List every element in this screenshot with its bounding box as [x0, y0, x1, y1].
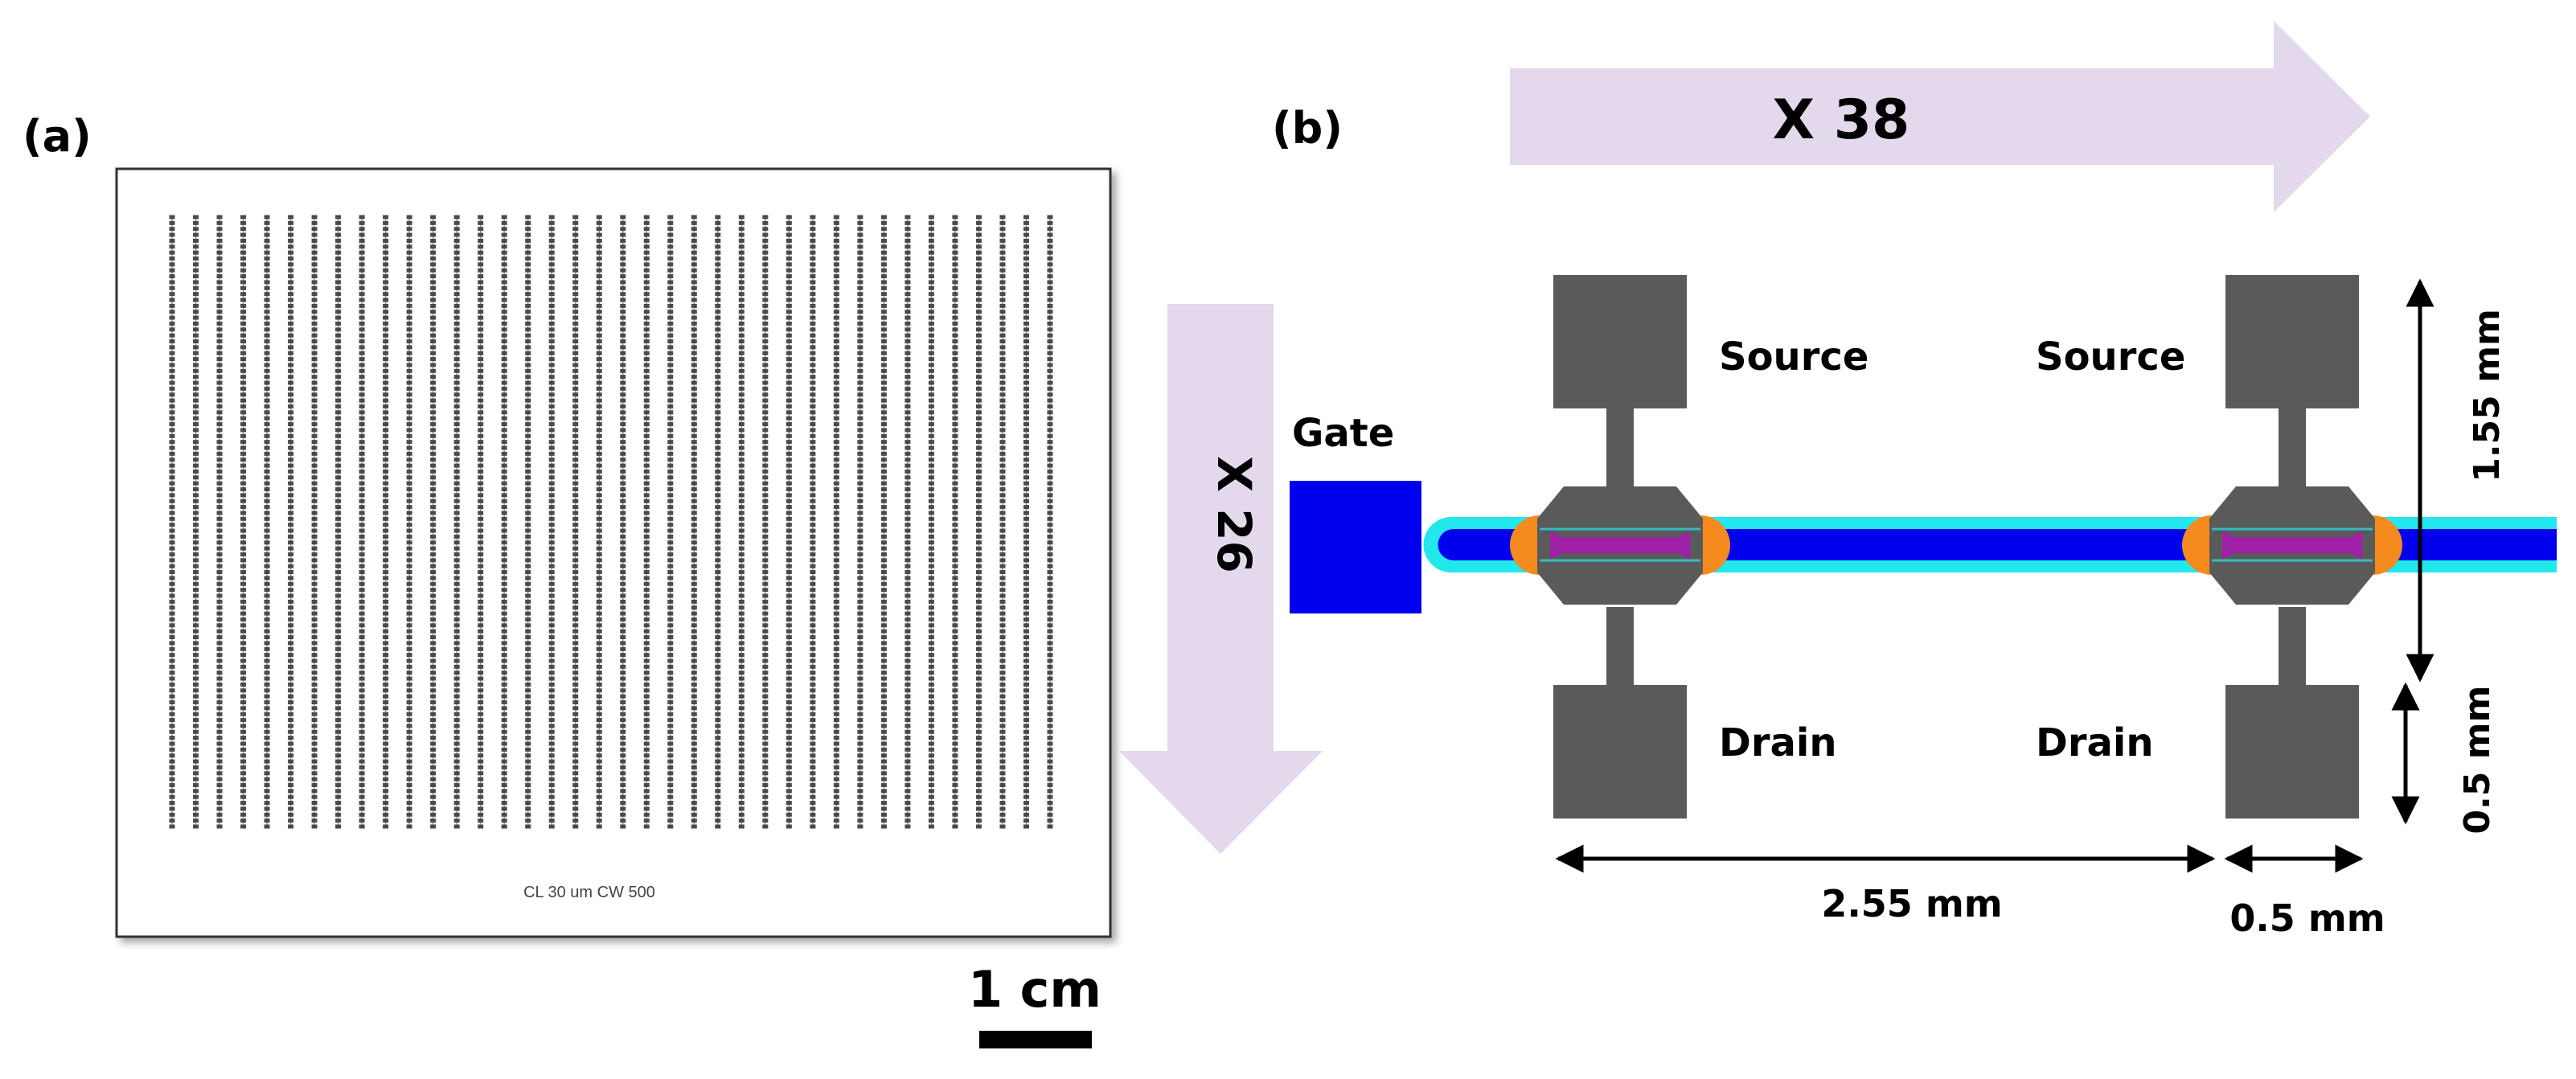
drain-lead-2: [2279, 607, 2306, 687]
drain-pad-2: [2225, 685, 2359, 818]
source-lead-1: [1606, 408, 1634, 489]
transistor-1: [1510, 275, 1730, 818]
source-label-1: Source: [1719, 334, 1868, 379]
repeat-x-label: X 38: [1773, 88, 1910, 152]
panel-a-label: (a): [23, 111, 92, 162]
dimension-pad-width-label: 0.5 mm: [2229, 896, 2385, 940]
dimension-pitch-label: 2.55 mm: [1821, 882, 2002, 925]
dimension-pad-height: 0.5 mm: [2391, 682, 2498, 835]
dimension-pad-height-label: 0.5 mm: [2457, 686, 2498, 835]
repeat-y-label: X 26: [1207, 456, 1261, 573]
panel-b-label: (b): [1272, 103, 1343, 154]
source-pad-1: [1553, 275, 1687, 408]
drain-pad-1: [1553, 685, 1687, 818]
source-label-2: Source: [2036, 334, 2185, 379]
scale-bar-line: [979, 1031, 1092, 1048]
transistor-2: [2182, 275, 2402, 818]
chip-photo: CL 30 um CW 500: [115, 167, 1112, 938]
device-array: [169, 215, 1053, 829]
repeat-y-arrow: X 26: [1119, 304, 1323, 854]
channel-1: [1550, 531, 1690, 560]
gate-label: Gate: [1292, 411, 1394, 456]
scale-bar-label: 1 cm: [968, 960, 1101, 1019]
drain-label-1: Drain: [1719, 720, 1837, 765]
drain-lead-1: [1606, 607, 1634, 687]
dimension-height: 1.55 mm: [2406, 278, 2508, 683]
repeat-x-arrow: X 38: [1510, 21, 2370, 212]
dimension-pitch: 2.55 mm: [1555, 844, 2216, 925]
channel-2: [2222, 531, 2362, 560]
source-lead-2: [2279, 408, 2306, 489]
dimension-height-label: 1.55 mm: [2467, 309, 2508, 482]
scale-bar: 1 cm: [968, 960, 1101, 1048]
chip-caption: CL 30 um CW 500: [523, 884, 655, 901]
dimension-pad-width: 0.5 mm: [2224, 844, 2385, 940]
source-pad-2: [2225, 275, 2359, 408]
gate-pad: [1290, 481, 1421, 613]
drain-label-2: Drain: [2036, 720, 2154, 765]
